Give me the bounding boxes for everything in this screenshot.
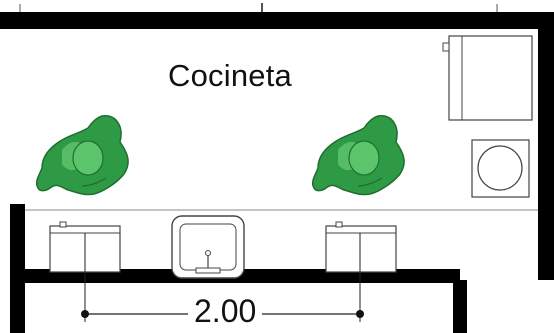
person-top-view-icon xyxy=(311,115,405,196)
lower-right-wall xyxy=(453,280,467,333)
right-wall xyxy=(538,12,554,280)
top-wall xyxy=(0,12,554,29)
dimension-dot-left xyxy=(81,310,89,318)
room-name: Cocineta xyxy=(168,58,292,93)
left-wall xyxy=(10,204,25,333)
dimension-dot-right xyxy=(356,310,364,318)
sink-icon xyxy=(171,215,245,279)
refrigerator-icon xyxy=(442,35,533,121)
person-top-view-icon xyxy=(35,115,129,196)
dimension-label: 2.00 xyxy=(188,291,263,331)
washer-icon xyxy=(471,139,530,198)
stove-burner-icon xyxy=(325,221,397,273)
